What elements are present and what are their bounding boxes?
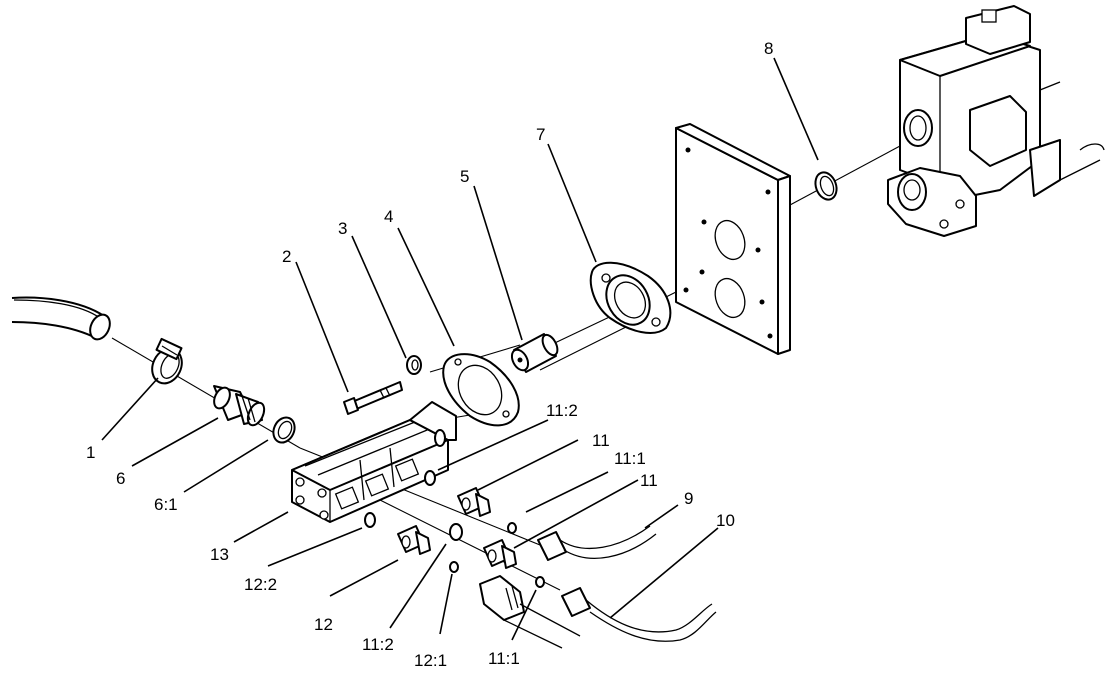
callout-12-1: 12:1 xyxy=(414,651,447,670)
straight-fitting-12 xyxy=(397,525,431,555)
callout-3: 3 xyxy=(338,219,347,238)
o-ring-12-1 xyxy=(449,561,459,573)
callout-12-2: 12:2 xyxy=(244,575,277,594)
callout-2: 2 xyxy=(282,247,291,266)
callout-6: 6 xyxy=(116,469,125,488)
callout-11-1-upper: 11:1 xyxy=(614,449,646,468)
callout-labels: 1 2 3 4 5 6 6:1 7 8 9 10 11:2 11 11:1 11… xyxy=(86,39,773,670)
bolt xyxy=(343,381,403,415)
callout-11-2-lower: 11:2 xyxy=(362,635,394,654)
callout-11-2-upper: 11:2 xyxy=(546,401,578,420)
callout-11-upper: 11 xyxy=(592,431,610,450)
hose-barb-fitting xyxy=(213,385,266,427)
gear-pump-body xyxy=(291,401,457,523)
hydraulic-tube-10 xyxy=(561,587,717,642)
bearing-flange xyxy=(589,261,672,334)
o-ring-12-2 xyxy=(364,512,376,528)
straight-fitting-11-upper xyxy=(457,487,491,517)
o-ring-11-2-upper xyxy=(424,470,436,486)
o-ring-6-1 xyxy=(272,416,296,444)
shaft-coupling xyxy=(510,333,559,373)
callout-5: 5 xyxy=(460,167,469,186)
callout-4: 4 xyxy=(384,207,393,226)
callout-8: 8 xyxy=(764,39,773,58)
o-ring-11-2-lower xyxy=(449,523,463,541)
leader-lines xyxy=(101,57,819,641)
callout-11-1-lower: 11:1 xyxy=(488,649,520,668)
callout-11-lower: 11 xyxy=(640,471,658,490)
o-ring-11-1-lower xyxy=(535,576,545,588)
callout-7: 7 xyxy=(536,125,545,144)
swivel-fitting xyxy=(479,575,581,649)
mounting-plate xyxy=(675,123,791,355)
callout-9: 9 xyxy=(684,489,693,508)
callout-13: 13 xyxy=(210,545,229,564)
flange-gasket xyxy=(442,353,520,427)
callout-6-1: 6:1 xyxy=(154,495,178,514)
hydraulic-tube-9 xyxy=(537,525,657,561)
callout-10: 10 xyxy=(716,511,735,530)
suction-hose xyxy=(11,296,111,341)
callout-12: 12 xyxy=(314,615,333,634)
callout-1: 1 xyxy=(86,443,95,462)
lock-washer xyxy=(406,355,422,375)
o-ring-11-1-upper xyxy=(507,522,517,534)
transmission-housing xyxy=(887,5,1105,237)
hose-clamp xyxy=(151,337,183,385)
o-ring-8 xyxy=(814,171,838,201)
straight-fitting-11-lower xyxy=(483,539,517,569)
